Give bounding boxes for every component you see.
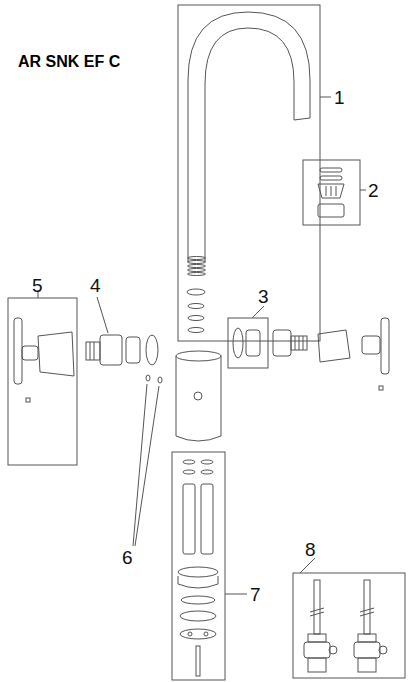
part-box [293,573,405,678]
callout-number: 2 [368,181,379,200]
part-box [8,298,77,465]
callout-number: 7 [250,585,261,604]
leader-line [135,386,159,546]
callout-number: 4 [90,276,101,295]
tap-body [176,356,221,441]
part-box [303,160,360,225]
handle [14,318,22,384]
leader-line [300,558,315,573]
hose [354,580,387,672]
leader-line [97,297,108,333]
leader-line [360,190,366,191]
handle [362,336,380,354]
shroud [318,330,350,362]
leader-line [252,306,264,318]
diagram-title: AR SNK EF C [18,54,120,70]
cartridge [100,335,122,365]
callout-number: 1 [334,88,345,107]
spout [205,28,294,262]
leader-line [320,97,331,98]
part-box [178,5,320,341]
callout-number: 8 [305,540,316,559]
leader-line [225,594,247,595]
cartridge [273,330,291,356]
tube [201,484,213,554]
part-box [172,452,225,680]
thread [188,257,206,276]
callout-number: 3 [258,287,269,306]
hose [304,580,337,672]
tube [183,484,195,554]
spout [188,12,310,262]
callout-number: 6 [122,548,133,567]
shroud [38,332,74,376]
part-box [228,318,268,368]
callout-number: 5 [32,276,43,295]
leader-line [133,384,147,546]
